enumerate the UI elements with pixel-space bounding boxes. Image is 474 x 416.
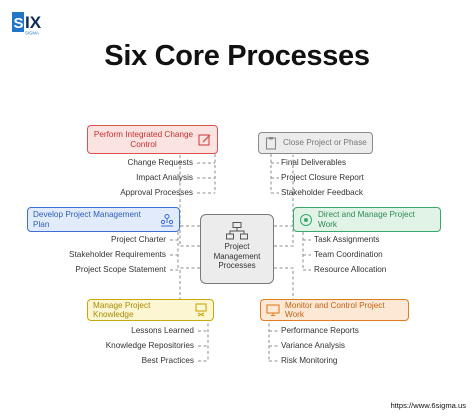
list-item: Best Practices <box>141 356 194 365</box>
process-label: Develop Project Management Plan <box>33 210 141 229</box>
list-item: Lessons Learned <box>131 326 194 335</box>
process-box-integrated-change: Perform Integrated Change Control <box>87 125 218 154</box>
list-item: Risk Monitoring <box>281 356 338 365</box>
svg-text:IX: IX <box>25 13 42 32</box>
list-item: Task Assignments <box>314 235 380 244</box>
svg-text:S: S <box>14 15 24 32</box>
list-item: Stakeholder Feedback <box>281 188 363 197</box>
page-title: Six Core Processes <box>104 40 370 72</box>
list-item: Knowledge Repositories <box>105 341 194 350</box>
list-item: Project Closure Report <box>281 173 364 182</box>
list-item: Change Requests <box>127 158 193 167</box>
process-box-close: Close Project or Phase <box>258 132 373 154</box>
list-item: Resource Allocation <box>314 265 387 274</box>
process-box-knowledge: Manage Project Knowledge <box>87 299 214 321</box>
flowchart-icon <box>201 222 273 240</box>
list-item: Performance Reports <box>281 326 359 335</box>
list-item: Team Coordination <box>314 250 383 259</box>
knowledge-icon <box>194 303 208 317</box>
list-item: Project Charter <box>110 235 166 244</box>
team-icon <box>299 213 313 227</box>
list-item: Stakeholder Requirements <box>69 250 166 259</box>
process-label: Monitor and Control Project Work <box>285 300 385 319</box>
list-item: Final Deliverables <box>281 158 347 167</box>
list-item: Variance Analysis <box>281 341 346 350</box>
center-hub: Project Management Processes <box>200 214 274 284</box>
list-item: Project Scope Statement <box>75 265 166 274</box>
center-label: Project Management Processes <box>213 242 261 271</box>
process-box-develop-plan: Develop Project Management Plan <box>27 207 180 232</box>
process-label: Direct and Manage Project Work <box>318 210 415 229</box>
clipboard-icon <box>264 136 278 150</box>
team-icon <box>160 213 174 227</box>
process-label: Manage Project Knowledge <box>93 300 151 319</box>
process-label: Close Project or Phase <box>283 138 367 148</box>
process-box-monitor: Monitor and Control Project Work <box>260 299 409 321</box>
website-url[interactable]: https://www.6sigma.us <box>390 401 466 410</box>
list-item: Approval Processes <box>120 188 193 197</box>
svg-text:SIGMA: SIGMA <box>25 31 39 36</box>
process-label: Perform Integrated Change Control <box>93 130 194 149</box>
six-sigma-logo: S IX SIGMA <box>12 10 50 36</box>
process-box-direct: Direct and Manage Project Work <box>293 207 441 232</box>
edit-icon <box>198 133 212 147</box>
monitor-icon <box>266 303 280 317</box>
list-item: Impact Analysis <box>136 173 193 182</box>
